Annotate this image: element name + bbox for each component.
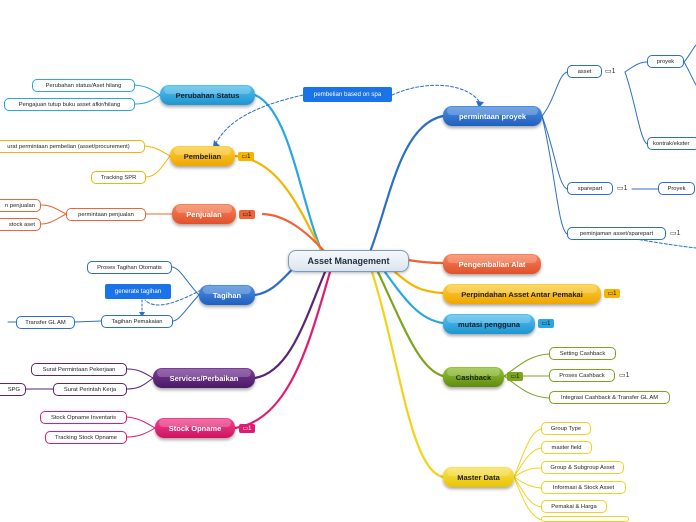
subtopic[interactable]: peminjaman asset/sparepart: [567, 227, 666, 240]
subtopic[interactable]: Proyek: [658, 182, 695, 195]
comment-icon: ▭: [607, 291, 614, 297]
subtopic[interactable]: Transfer GL AM: [16, 316, 75, 329]
comment-count: 1: [248, 425, 252, 432]
relationship-label[interactable]: generate tagihan: [105, 284, 171, 299]
comment-icon: ▭: [242, 426, 249, 432]
subtopic[interactable]: Surat Perintah Kerja: [53, 383, 127, 396]
subtopic[interactable]: Setting Cashback: [549, 347, 616, 360]
subtopic[interactable]: Stock Opname Inventaris: [40, 411, 127, 424]
subtopic[interactable]: kontrak/ekster: [647, 137, 696, 150]
subtopic[interactable]: Group Type: [541, 422, 591, 435]
comment-badge[interactable]: ▭1: [238, 152, 254, 161]
subtopic[interactable]: Tagihan Pemakaian: [101, 315, 173, 328]
comment-count: 1: [625, 372, 630, 379]
comment-badge[interactable]: ▭1: [604, 289, 620, 298]
comment-badge[interactable]: ▭1: [239, 210, 255, 219]
subtopic[interactable]: Pemakai & Harga: [541, 500, 607, 513]
topic-penjualan[interactable]: Penjualan: [172, 204, 236, 224]
topic-permintaan-proyek[interactable]: permintaan proyek: [443, 106, 542, 126]
comment-count: 1: [516, 373, 520, 380]
subtopic[interactable]: master field: [541, 441, 592, 454]
topic-pengembalian-alat[interactable]: Pengembalian Alat: [443, 254, 541, 274]
topic-mutasi-pengguna[interactable]: mutasi pengguna: [443, 314, 535, 334]
comment-badge[interactable]: ▭1: [239, 424, 255, 433]
topic-master-data[interactable]: Master Data: [443, 467, 514, 487]
comment-badge[interactable]: ▭1: [538, 319, 554, 328]
subtopic[interactable]: n penjualan: [0, 199, 41, 212]
comment-count: 1: [613, 290, 617, 297]
subtopic[interactable]: Proses Tagihan Otomatis: [87, 261, 172, 274]
topic-services-perbaikan[interactable]: Services/Perbaikan: [153, 368, 255, 388]
comment-icon[interactable]: ▭1: [617, 185, 628, 192]
central-topic[interactable]: Asset Management: [288, 250, 409, 272]
subtopic-partial[interactable]: [541, 516, 629, 522]
comment-count: 1: [247, 153, 251, 160]
comment-icon: ▭: [242, 212, 249, 218]
comment-count: 1: [676, 230, 681, 237]
topic-cashback[interactable]: Cashback: [443, 367, 504, 387]
comment-icon[interactable]: ▭1: [605, 68, 616, 75]
comment-icon: ▭: [510, 374, 517, 380]
subtopic[interactable]: Pengajuan tutup buku asset afkir/hilang: [4, 98, 135, 111]
topic-perubahan-status[interactable]: Perubahan Status: [160, 85, 255, 105]
subtopic[interactable]: Tracking SPR: [91, 171, 146, 184]
comment-count: 1: [623, 185, 628, 192]
comment-icon: ▭: [541, 321, 548, 327]
subtopic[interactable]: Informasi & Stock Asset: [541, 481, 626, 494]
comment-icon[interactable]: ▭1: [619, 372, 630, 379]
comment-icon: ▭: [241, 154, 248, 160]
comment-count: 1: [611, 68, 616, 75]
subtopic[interactable]: Surat Permintaan Pekerjaan: [31, 363, 127, 376]
subtopic[interactable]: urat permintaan pembelian (asset/procure…: [0, 140, 145, 153]
topic-perpindahan-asset[interactable]: Perpindahan Asset Antar Pemakai: [443, 284, 601, 304]
comment-icon[interactable]: ▭1: [670, 230, 681, 237]
subtopic[interactable]: asset: [567, 65, 602, 78]
subtopic[interactable]: proyek: [647, 55, 684, 68]
comment-count: 1: [248, 211, 252, 218]
subtopic[interactable]: sparepart: [567, 182, 613, 195]
subtopic[interactable]: Group & Subgroup Asset: [541, 461, 624, 474]
subtopic[interactable]: Tracking Stock Opname: [45, 431, 127, 444]
comment-count: 1: [547, 320, 551, 327]
subtopic[interactable]: SPG: [0, 383, 26, 396]
relationship-label[interactable]: pembelian based on spa: [303, 87, 392, 102]
topic-stock-opname[interactable]: Stock Opname: [155, 418, 235, 438]
subtopic[interactable]: Proses Cashback: [549, 369, 615, 382]
subtopic[interactable]: permintaan penjualan: [66, 208, 146, 221]
subtopic[interactable]: stock aset: [0, 218, 41, 231]
topic-tagihan[interactable]: Tagihan: [199, 285, 255, 305]
comment-badge[interactable]: ▭1: [507, 372, 523, 381]
subtopic[interactable]: Integrasi Cashback & Transfer GL AM: [549, 391, 670, 404]
subtopic[interactable]: Perubahan status/Aset hilang: [32, 79, 135, 92]
topic-pembelian[interactable]: Pembelian: [170, 146, 235, 166]
